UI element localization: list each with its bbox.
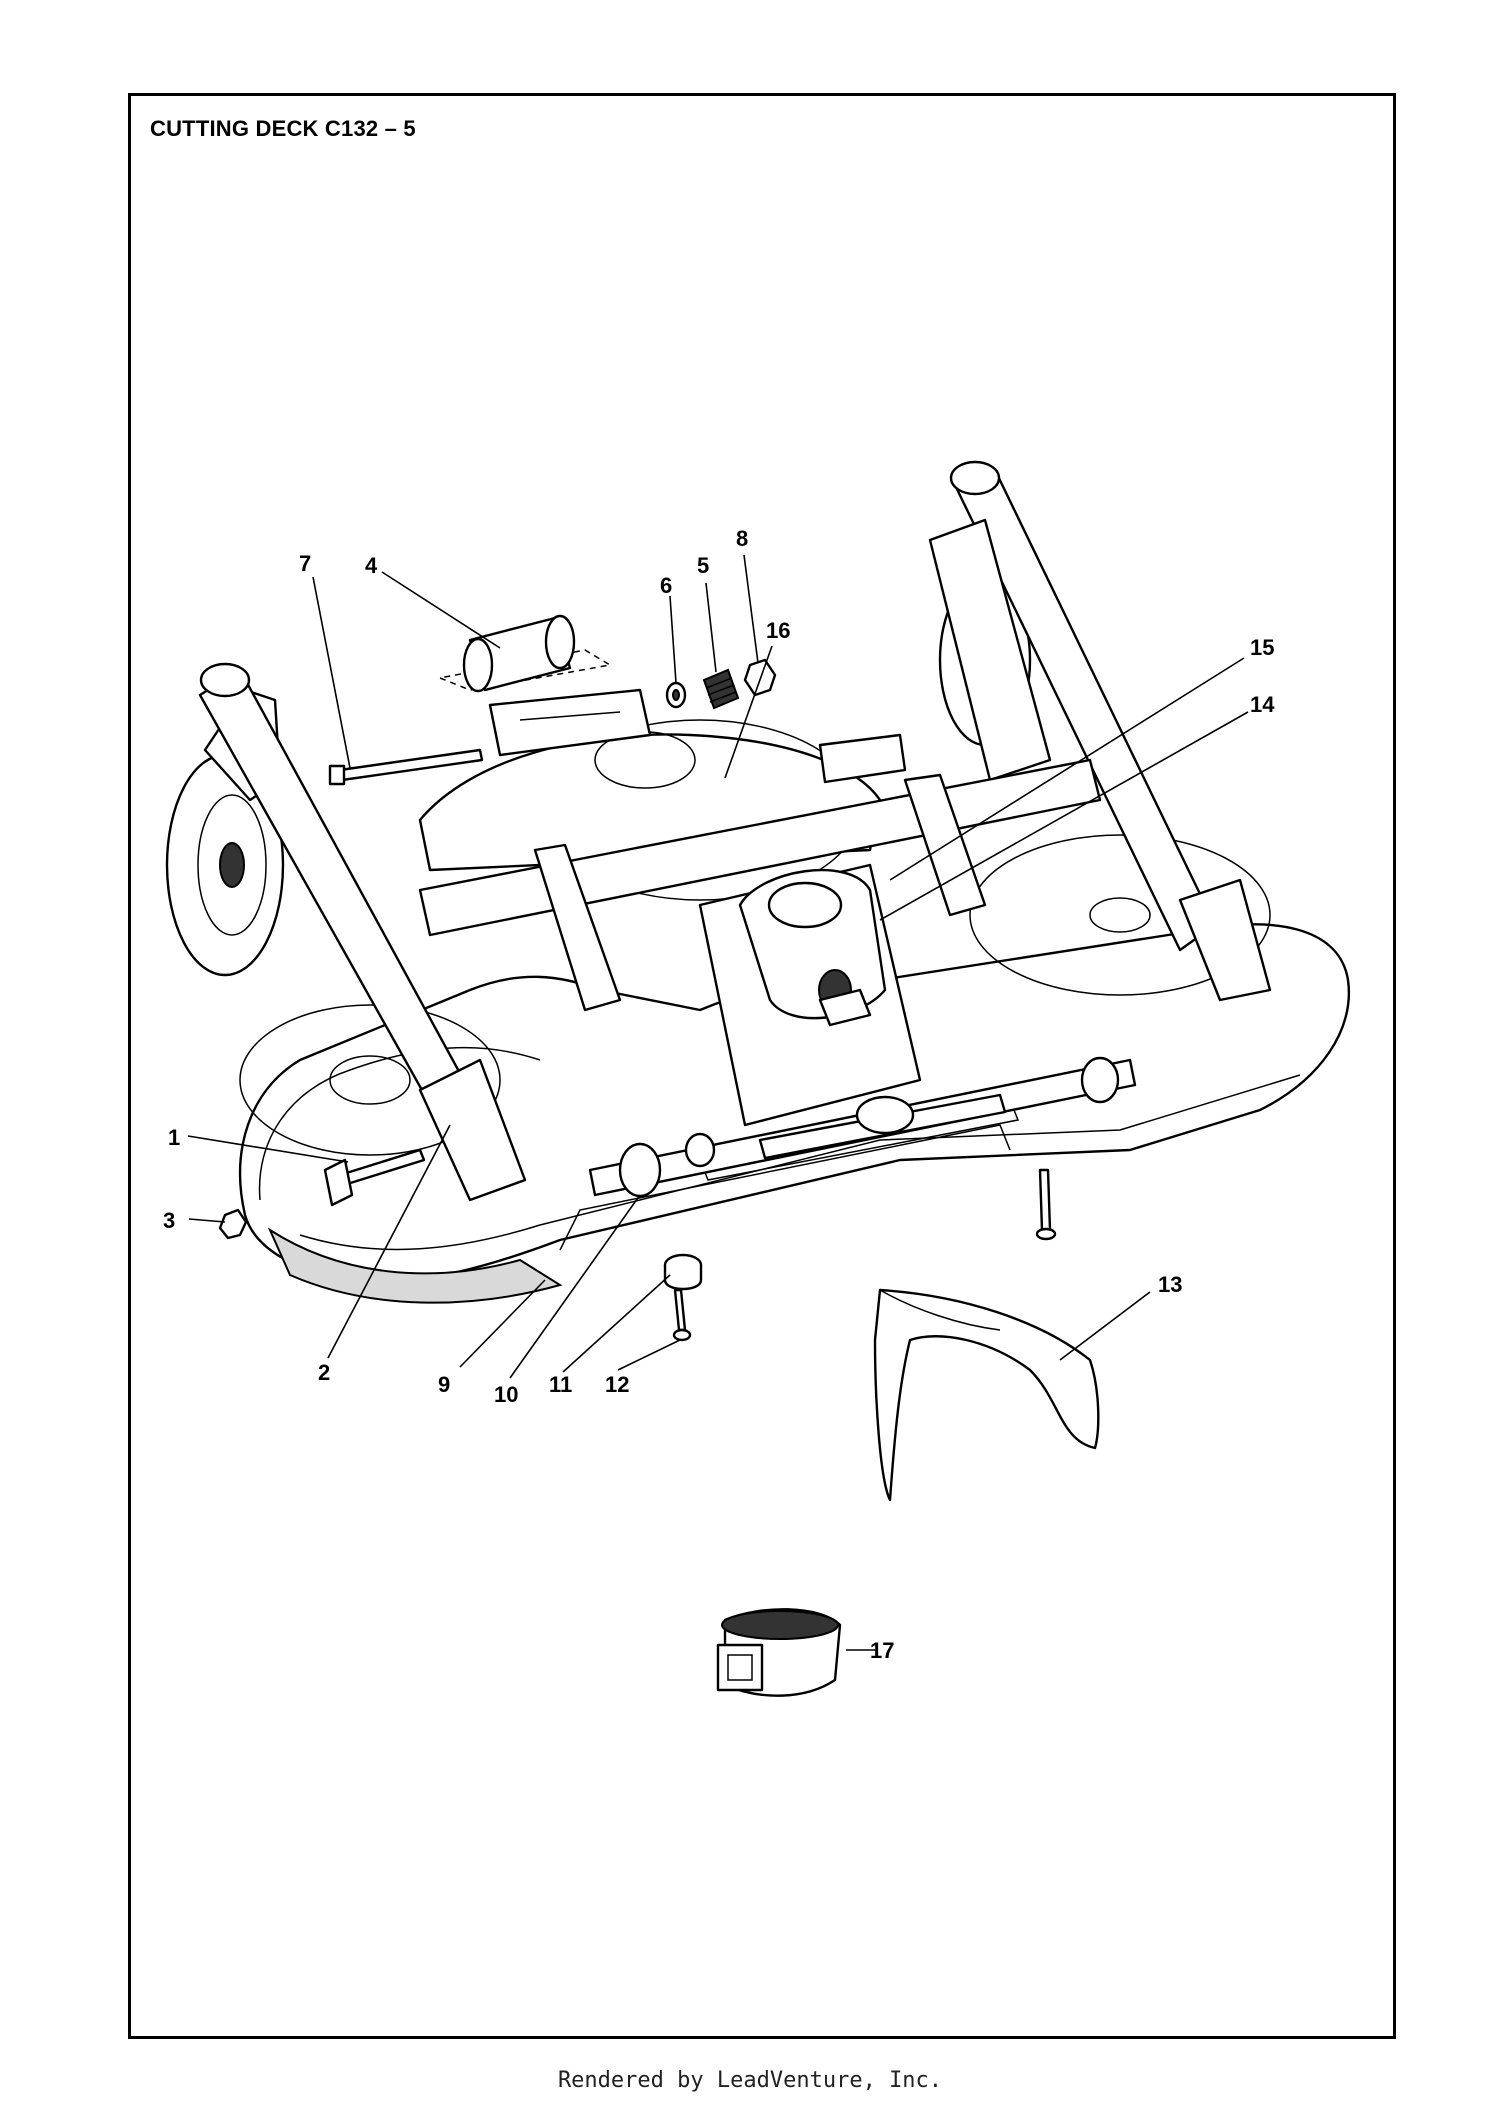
left-lift-arm <box>198 662 527 1202</box>
part-13-discharge-chute <box>873 1288 1100 1502</box>
front-rod <box>758 1093 1007 1160</box>
loose-bolt <box>1035 1168 1057 1241</box>
footer-credit: Rendered by LeadVenture, Inc. <box>557 2068 943 2093</box>
right-lift-arm <box>928 460 1272 1002</box>
callout-16: 16 <box>766 618 790 643</box>
callout-9: 9 <box>438 1372 450 1397</box>
part-3-nut <box>218 1208 248 1240</box>
callout-1: 1 <box>168 1125 180 1150</box>
diagram-title: CUTTING DECK C132 – 5 <box>150 116 416 141</box>
diagram-frame <box>128 93 1396 2039</box>
callout-10: 10 <box>494 1382 518 1407</box>
part-12-bolt <box>672 1288 692 1342</box>
part-6-washer <box>665 681 687 709</box>
part-11-bushing <box>663 1253 703 1291</box>
callout-4: 4 <box>365 553 378 578</box>
callout-5: 5 <box>697 553 709 578</box>
part-17-strap <box>716 1608 842 1697</box>
callout-6: 6 <box>660 573 672 598</box>
rear-bracket <box>488 688 907 784</box>
leader-lines <box>187 554 1249 1651</box>
callout-12: 12 <box>605 1372 629 1397</box>
callout-13: 13 <box>1158 1272 1182 1297</box>
part-7-long-bolt <box>328 748 484 786</box>
callout-15: 15 <box>1250 635 1274 660</box>
gearbox-plate <box>698 863 922 1127</box>
callout-labels: 1 2 3 4 5 6 7 8 9 10 11 12 13 14 15 16 1… <box>163 526 1275 1663</box>
callout-7: 7 <box>299 551 311 576</box>
callout-17: 17 <box>870 1638 894 1663</box>
part-4-bumper <box>437 614 613 693</box>
callout-2: 2 <box>318 1360 330 1385</box>
callout-14: 14 <box>1250 692 1275 717</box>
callout-11: 11 <box>549 1372 572 1397</box>
callout-8: 8 <box>736 526 748 551</box>
part-1-bolt <box>323 1148 426 1207</box>
part-5-spring <box>702 668 740 710</box>
callout-3: 3 <box>163 1208 175 1233</box>
